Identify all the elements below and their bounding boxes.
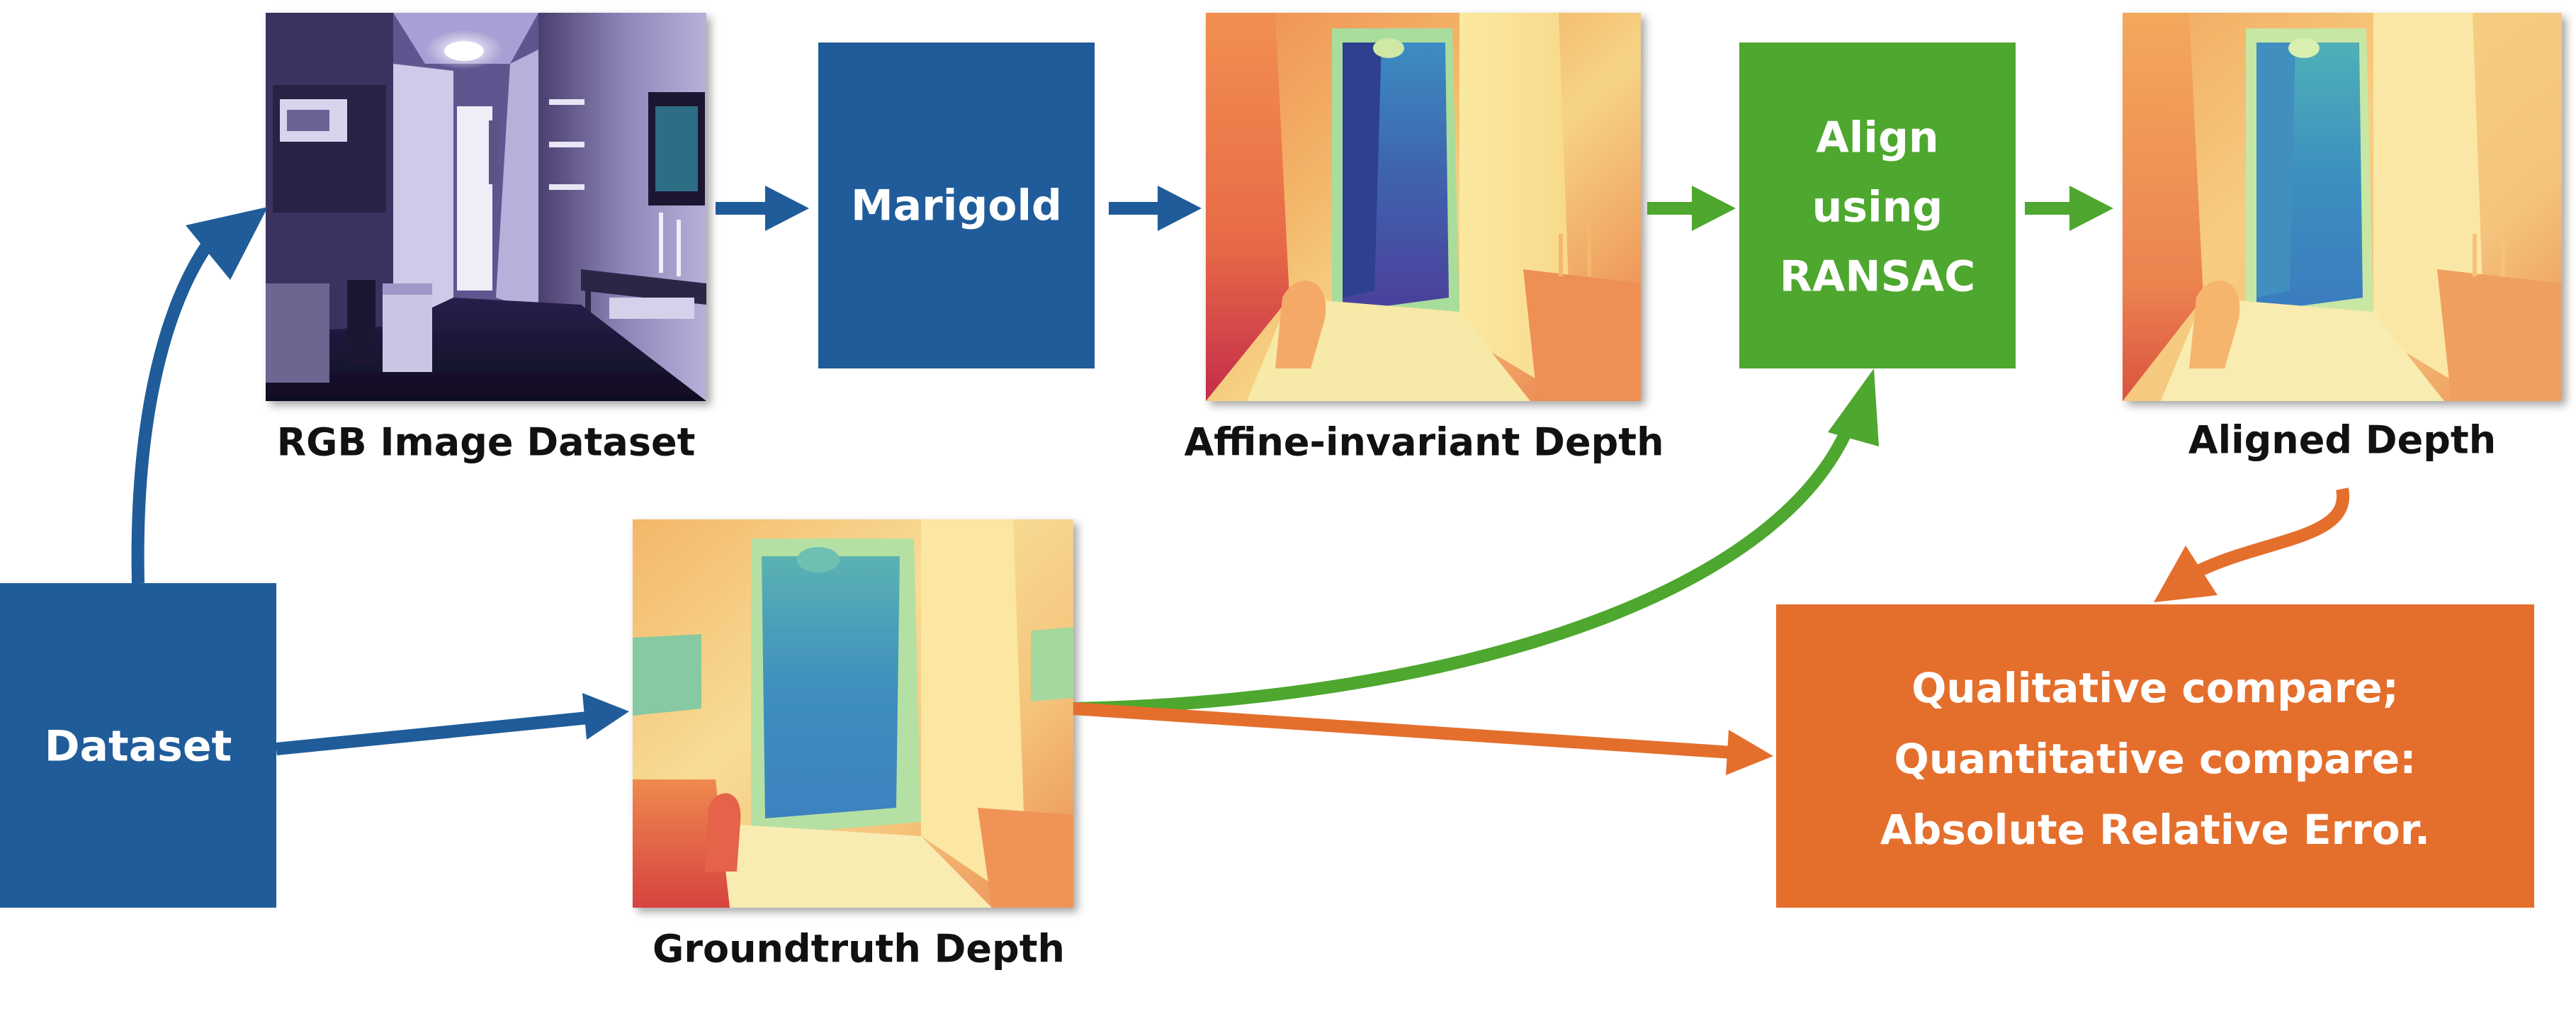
rgb-image-caption: RGB Image Dataset xyxy=(277,420,696,465)
dataset-label: Dataset xyxy=(45,722,232,772)
dataset-box: Dataset xyxy=(0,583,276,908)
compare-label-line-2: Quantitative compare: xyxy=(1894,735,2417,783)
affine-depth-caption: Affine-invariant Depth xyxy=(1184,420,1663,465)
compare-box: Qualitative compare; Quantitative compar… xyxy=(1776,604,2534,908)
aligned-depth-map xyxy=(2123,13,2562,401)
arrow-groundtruth-to-align xyxy=(1073,368,1879,715)
aligned-depth-caption: Aligned Depth xyxy=(2188,418,2496,463)
marigold-box: Marigold xyxy=(818,43,1095,368)
marigold-label: Marigold xyxy=(851,181,1062,231)
groundtruth-depth-caption: Groundtruth Depth xyxy=(653,927,1065,971)
arrow-marigold-to-affine xyxy=(1109,186,1202,231)
arrow-dataset-to-rgb xyxy=(131,207,268,584)
affine-depth-map xyxy=(1206,13,1641,401)
arrow-rgb-to-marigold xyxy=(716,186,809,231)
arrow-aligned-to-compare xyxy=(2154,487,2350,602)
arrow-groundtruth-to-compare xyxy=(1073,702,1773,775)
arrow-affine-to-align xyxy=(1647,186,1736,231)
arrow-dataset-to-groundtruth xyxy=(276,693,629,755)
align-label-line-1: Align xyxy=(1816,113,1938,163)
rgb-image-thumbnail xyxy=(266,13,706,401)
compare-label-line-3: Absolute Relative Error. xyxy=(1880,806,2430,854)
align-ransac-box: Align using RANSAC xyxy=(1739,43,2016,368)
groundtruth-depth-map xyxy=(633,519,1073,908)
align-label-line-2: using xyxy=(1812,183,1943,232)
arrow-align-to-aligned xyxy=(2025,186,2113,231)
compare-label-line-1: Qualitative compare; xyxy=(1911,664,2399,712)
align-label-line-3: RANSAC xyxy=(1780,252,1976,302)
